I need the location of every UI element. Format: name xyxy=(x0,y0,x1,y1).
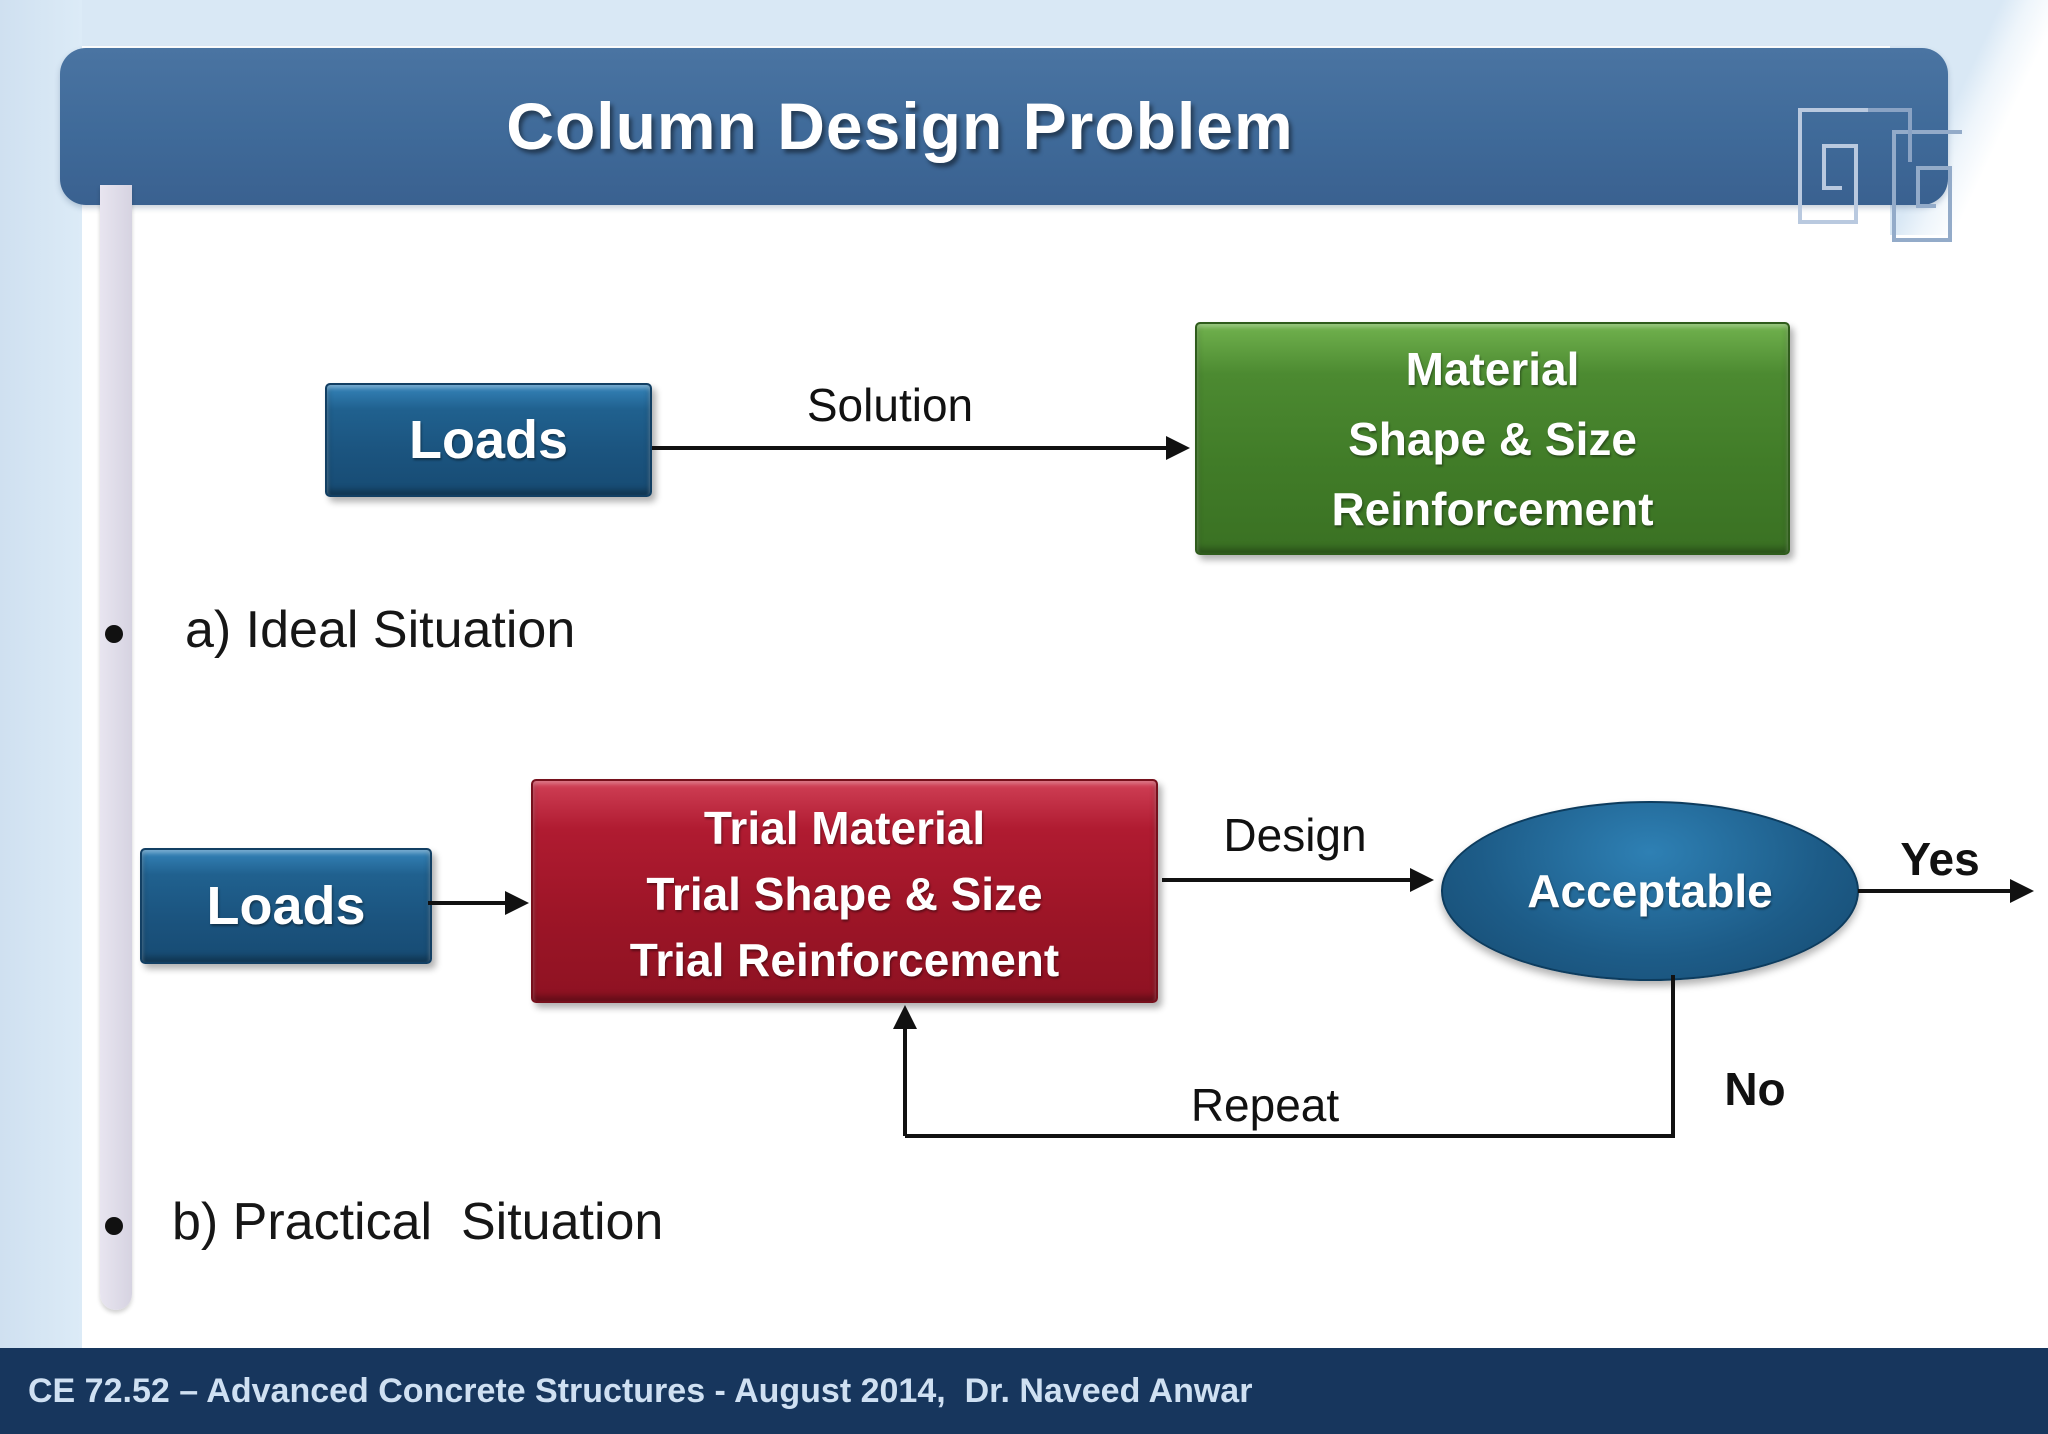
loads-trial-arrowhead-icon xyxy=(505,891,529,915)
result-line-3: Reinforcement xyxy=(1331,483,1654,535)
interlocking-squares-logo-icon xyxy=(1798,108,1962,242)
bullet-b-dot xyxy=(105,1217,123,1235)
solution-arrow-line xyxy=(652,446,1174,450)
page-title: Column Design Problem xyxy=(506,89,1294,163)
solution-arrow-label: Solution xyxy=(806,379,974,431)
footer-bar: CE 72.52 – Advanced Concrete Structures … xyxy=(0,1348,2048,1434)
background-left-strip xyxy=(0,0,82,1348)
trial-line-1: Trial Material xyxy=(703,802,986,854)
yes-label: Yes xyxy=(1900,833,1980,885)
result-line-1: Material xyxy=(1405,343,1580,395)
bullet-b-label: b) Practical Situation xyxy=(172,1193,664,1251)
trial-line-3: Trial Reinforcement xyxy=(629,934,1060,986)
title-banner: Column Design Problem xyxy=(60,48,1962,242)
solution-arrowhead-icon xyxy=(1166,436,1190,460)
footer-course-text: CE 72.52 – Advanced Concrete Structures … xyxy=(28,1372,1253,1410)
repeat-line-vertical xyxy=(903,1028,907,1136)
loads-trial-arrow-line xyxy=(428,901,508,905)
trial-box: Trial Material Trial Shape & Size Trial … xyxy=(531,779,1158,1003)
trial-line-2: Trial Shape & Size xyxy=(646,868,1043,920)
repeat-label: Repeat xyxy=(1190,1079,1340,1131)
result-box: Material Shape & Size Reinforcement xyxy=(1195,322,1790,555)
loads-box-ideal: Loads xyxy=(325,383,652,497)
no-drop-line xyxy=(1671,975,1675,1137)
loads-box-practical: Loads xyxy=(140,848,432,964)
result-line-2: Shape & Size xyxy=(1348,413,1637,465)
design-arrow-line xyxy=(1162,878,1414,882)
acceptable-decision-ellipse: Acceptable xyxy=(1441,801,1859,981)
bullet-a-label: a) Ideal Situation xyxy=(185,601,576,659)
yes-arrow-line xyxy=(1858,889,2014,893)
bullet-a-dot xyxy=(105,625,123,643)
loads-box-practical-label: Loads xyxy=(206,876,366,936)
background-top-strip xyxy=(0,0,2048,46)
yes-arrowhead-icon xyxy=(2010,879,2034,903)
decorative-side-bar xyxy=(100,185,132,1310)
repeat-arrowhead-icon xyxy=(893,1005,917,1029)
no-label: No xyxy=(1724,1063,1786,1115)
acceptable-label: Acceptable xyxy=(1527,865,1773,917)
repeat-line-horizontal xyxy=(905,1134,1675,1138)
design-arrow-label: Design xyxy=(1223,809,1367,861)
design-arrowhead-icon xyxy=(1410,868,1434,892)
loads-box-ideal-label: Loads xyxy=(408,410,569,470)
